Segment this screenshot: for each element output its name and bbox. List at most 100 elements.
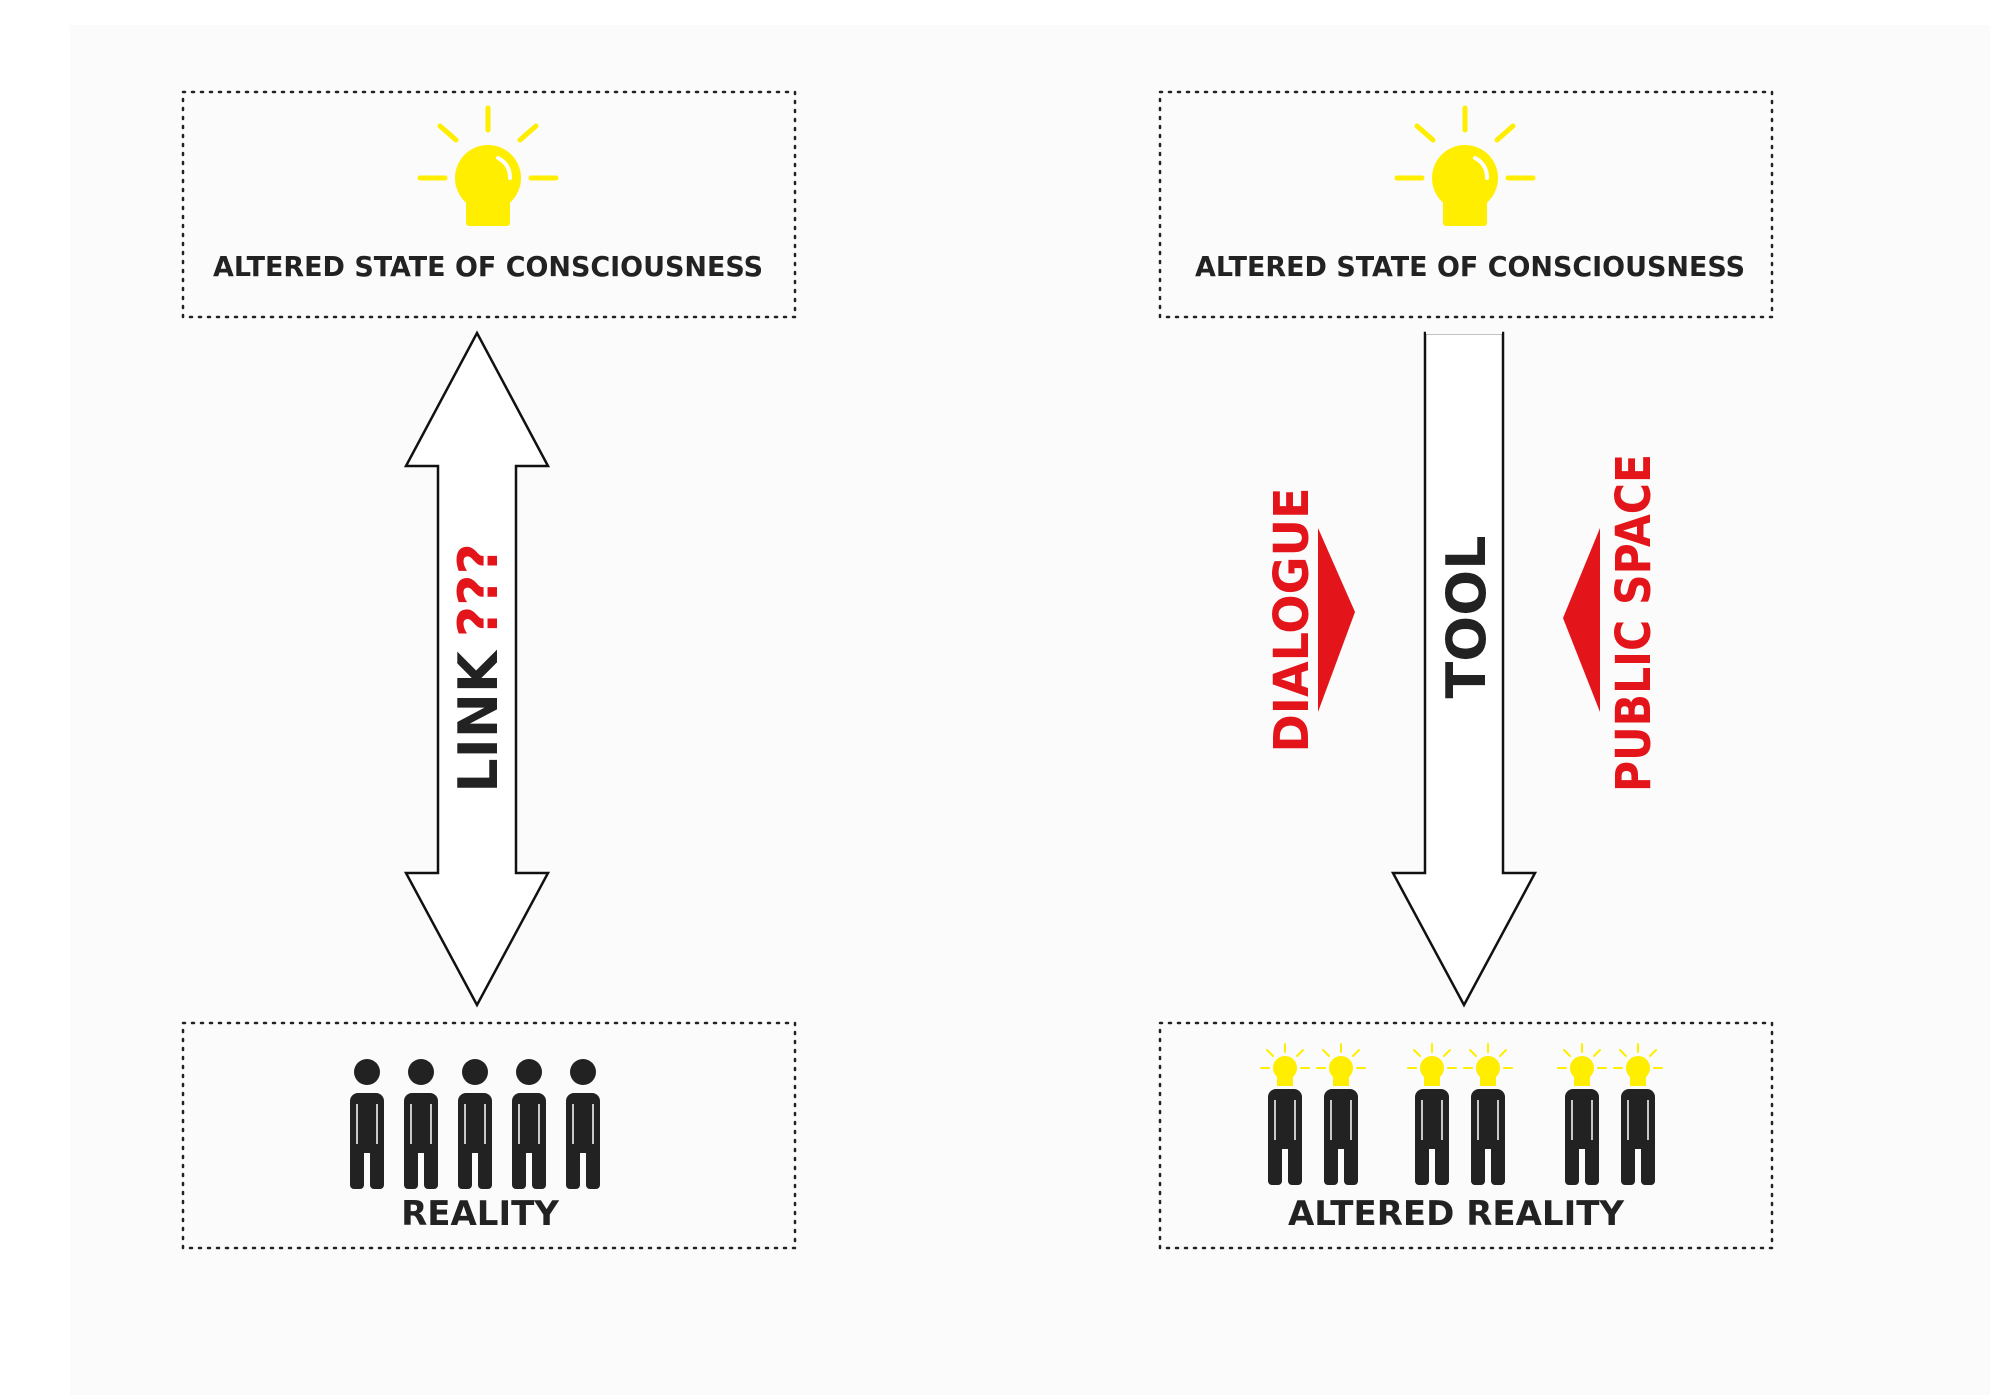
small-bulb-base: [1277, 1076, 1293, 1086]
small-bulb-base: [1574, 1076, 1590, 1086]
person-torso: [350, 1093, 384, 1153]
down-arrow-shape: [1390, 331, 1538, 1008]
person-leg-right: [586, 1142, 600, 1189]
double-arrow-shape: [403, 330, 551, 1008]
small-bulb-base: [1630, 1076, 1646, 1086]
right-top-box: ALTERED STATE OF CONSCIOUSNESS: [1158, 90, 1774, 319]
small-bulb-ray: [1322, 1049, 1330, 1057]
triangle-left-icon: [1563, 528, 1600, 712]
person-leg-left: [1471, 1138, 1485, 1185]
small-lightbulb-icon: [1613, 1043, 1663, 1086]
dialogue-annotation: DIALOGUE: [1264, 488, 1355, 753]
person-icon: [458, 1059, 492, 1189]
person-leg-right: [370, 1142, 384, 1189]
person-leg-right: [532, 1142, 546, 1189]
person-torso: [1415, 1089, 1449, 1149]
small-bulb-ray: [1266, 1049, 1274, 1057]
right-top-box-label: ALTERED STATE OF CONSCIOUSNESS: [1195, 250, 1745, 283]
right-top-box-border: [1158, 90, 1774, 319]
person-head: [516, 1059, 542, 1085]
small-bulb-ray: [1443, 1049, 1451, 1057]
bulb-highlight: [1473, 156, 1489, 180]
person-icon: [404, 1059, 438, 1189]
bulb-ray: [437, 123, 459, 143]
person-icon: [350, 1059, 384, 1189]
left-bottom-box-label: REALITY: [401, 1194, 559, 1234]
tool-label: TOOL: [1435, 535, 1498, 698]
lightbulb-icon: [417, 105, 559, 226]
person-leg-left: [1324, 1138, 1338, 1185]
bulb-head-person-icon: [1260, 1043, 1310, 1185]
person-leg-left: [404, 1142, 418, 1189]
person-torso: [1565, 1089, 1599, 1149]
small-lightbulb-icon: [1407, 1043, 1457, 1086]
link-label: LINK???: [447, 543, 510, 793]
public-space-label: PUBLIC SPACE: [1606, 454, 1662, 792]
right-bottom-box-label: ALTERED REALITY: [1288, 1194, 1624, 1234]
bulb-head-person-icon: [1316, 1043, 1366, 1185]
right-down-arrow: TOOL: [1390, 320, 1538, 1008]
small-lightbulb-icon: [1463, 1043, 1513, 1086]
page-background: [70, 25, 1990, 1395]
person-head: [462, 1059, 488, 1085]
person-leg-left: [1565, 1138, 1579, 1185]
person-torso: [1621, 1089, 1655, 1149]
bulb-people-group: [1260, 1043, 1663, 1185]
small-lightbulb-icon: [1316, 1043, 1366, 1086]
small-bulb-globe: [1476, 1056, 1500, 1080]
person-leg-left: [458, 1142, 472, 1189]
small-bulb-globe: [1626, 1056, 1650, 1080]
left-top-box: ALTERED STATE OF CONSCIOUSNESS: [181, 90, 797, 319]
lightbulb-shape: [417, 105, 559, 226]
dialogue-label: DIALOGUE: [1264, 488, 1320, 753]
person-torso: [458, 1093, 492, 1153]
small-bulb-base: [1333, 1076, 1349, 1086]
small-bulb-ray: [1649, 1049, 1657, 1057]
person-torso: [1268, 1089, 1302, 1149]
bulb-head-person-icon: [1463, 1043, 1513, 1185]
person-leg-right: [1641, 1138, 1655, 1185]
public-space-annotation: PUBLIC SPACE: [1563, 454, 1662, 792]
small-bulb-ray: [1563, 1049, 1571, 1057]
right-panel: ALTERED STATE OF CONSCIOUSNESS TOOL DIAL…: [1158, 90, 1774, 1250]
person-leg-left: [566, 1142, 580, 1189]
bulb-ray: [1414, 123, 1436, 143]
bulb-head-person-icon: [1613, 1043, 1663, 1185]
person-head: [408, 1059, 434, 1085]
link-label-suffix: ???: [447, 543, 510, 637]
person-icon: [512, 1059, 546, 1189]
left-bottom-box-border: [181, 1021, 797, 1250]
person-leg-right: [1344, 1138, 1358, 1185]
link-label-main: LINK: [447, 649, 510, 793]
bulb-highlight: [496, 156, 512, 180]
people-group: [350, 1059, 600, 1189]
small-bulb-ray: [1619, 1049, 1627, 1057]
small-bulb-globe: [1329, 1056, 1353, 1080]
small-lightbulb-icon: [1260, 1043, 1310, 1086]
person-head: [570, 1059, 596, 1085]
person-leg-left: [1415, 1138, 1429, 1185]
small-bulb-ray: [1593, 1049, 1601, 1057]
lightbulb-shape: [1394, 105, 1536, 226]
small-bulb-globe: [1273, 1056, 1297, 1080]
lightbulb-icon: [1394, 105, 1536, 226]
small-bulb-ray: [1499, 1049, 1507, 1057]
right-bottom-box-border: [1158, 1021, 1774, 1250]
small-bulb-base: [1480, 1076, 1496, 1086]
bulb-ray: [1494, 123, 1516, 143]
person-leg-left: [512, 1142, 526, 1189]
bulb-base: [1443, 196, 1487, 226]
triangle-right-icon: [1318, 528, 1355, 712]
person-torso: [566, 1093, 600, 1153]
small-bulb-ray: [1352, 1049, 1360, 1057]
person-leg-right: [478, 1142, 492, 1189]
left-top-box-label: ALTERED STATE OF CONSCIOUSNESS: [213, 250, 763, 283]
person-leg-right: [1585, 1138, 1599, 1185]
small-bulb-ray: [1413, 1049, 1421, 1057]
bulb-base: [466, 196, 510, 226]
left-panel: ALTERED STATE OF CONSCIOUSNESS LINK??? R…: [181, 90, 797, 1250]
bulb-ray: [517, 123, 539, 143]
left-top-box-border: [181, 90, 797, 319]
small-bulb-globe: [1570, 1056, 1594, 1080]
